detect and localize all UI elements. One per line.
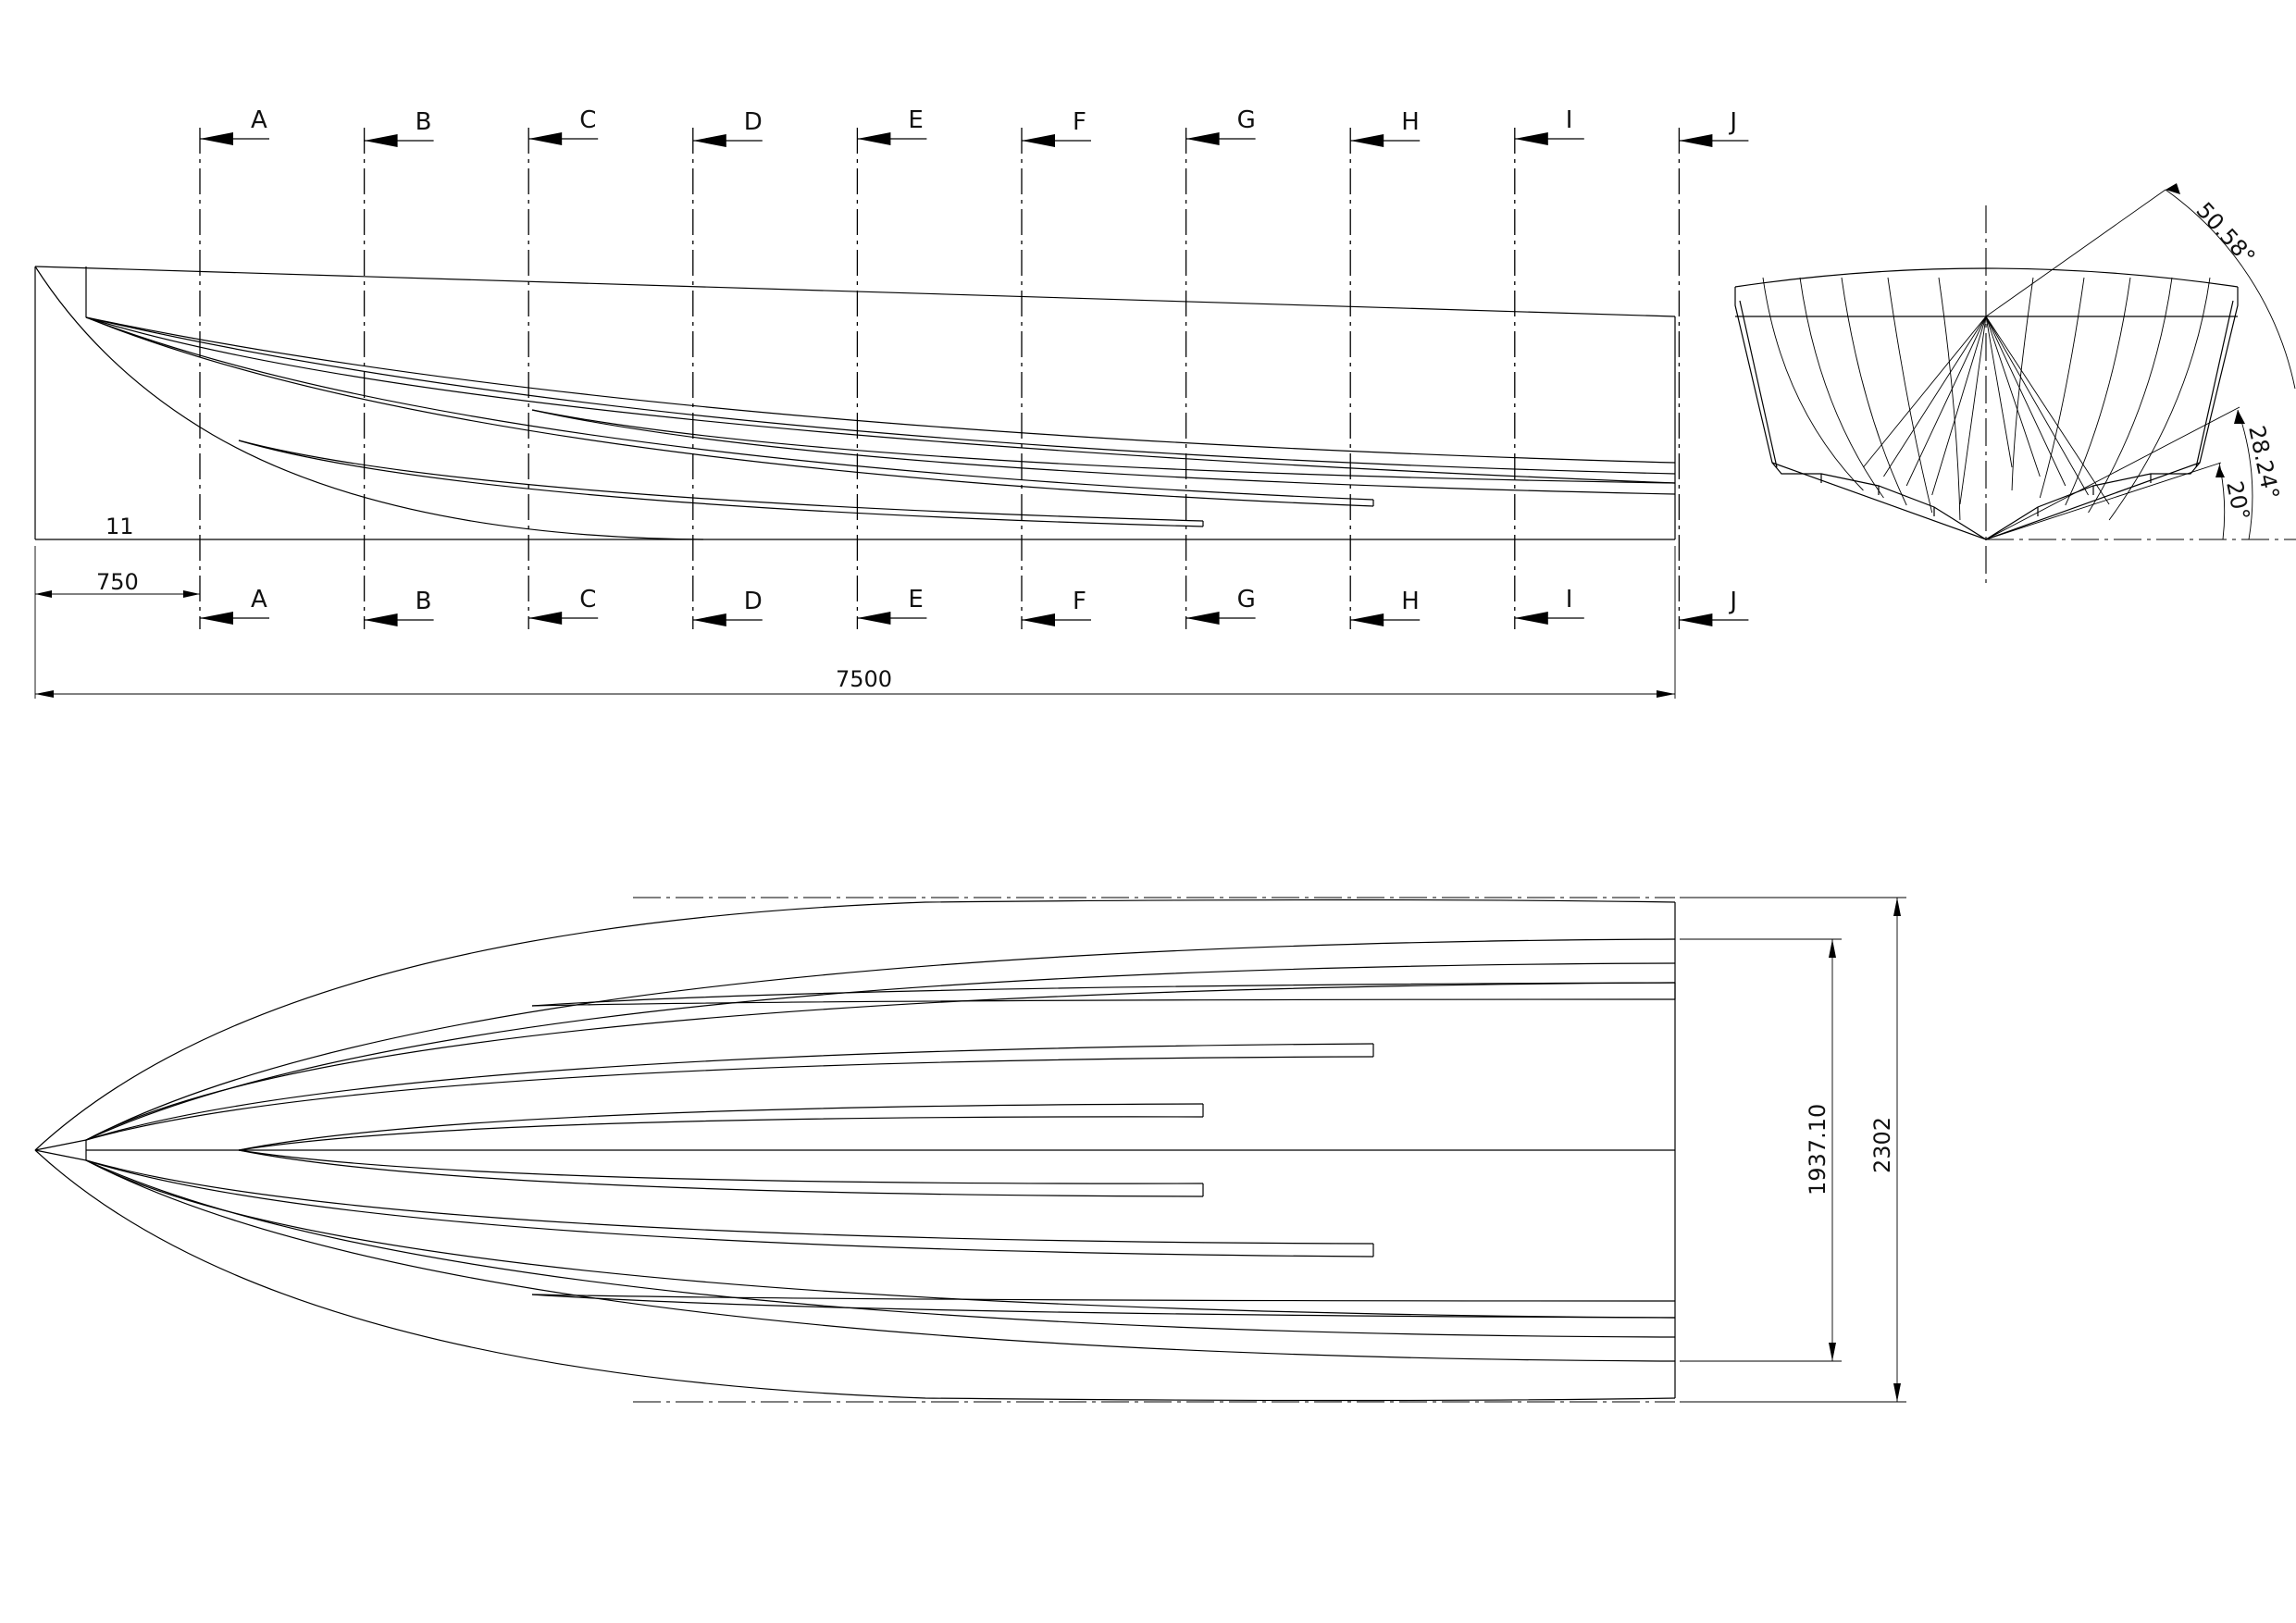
- station-curve: [1841, 277, 1907, 506]
- station-curve: [1762, 277, 1864, 491]
- chine-line-2: [85, 316, 1676, 475]
- hull-outline-starboard: [34, 1149, 1676, 1402]
- section-arrow-i: [1514, 612, 1548, 625]
- overall-length-value: 7500: [836, 666, 892, 692]
- station-diagonal: [1883, 316, 1987, 477]
- waterline-label: 11: [105, 514, 134, 539]
- keel-profile-curve: [34, 266, 704, 540]
- chine-beam-dimension: 1937.10: [1680, 938, 1842, 1362]
- section-arrow-b: [364, 134, 398, 147]
- plan-view: [34, 897, 1676, 1403]
- section-label-j-top: J: [1728, 108, 1737, 136]
- station-curve: [2039, 277, 2085, 499]
- section-label-a-top: A: [251, 106, 267, 134]
- section-arrow-c: [528, 612, 563, 625]
- section-label-h-top: H: [1401, 108, 1420, 136]
- station-curve: [2088, 277, 2173, 514]
- station-diagonal: [1985, 316, 2041, 477]
- section-label-g-bottom: G: [1237, 586, 1256, 613]
- station-diagonal: [1959, 316, 1987, 505]
- station-diagonal: [1985, 316, 2110, 505]
- section-label-d-top: D: [744, 108, 763, 136]
- strake-line-2: [531, 409, 1676, 495]
- section-arrow-a: [200, 612, 233, 625]
- section-label-h-bottom: H: [1401, 588, 1420, 615]
- section-arrow-j: [1679, 134, 1713, 147]
- station-curve: [1938, 277, 1961, 521]
- station-curve: [1799, 277, 1884, 499]
- section-label-b-top: B: [416, 108, 432, 136]
- strake-short-upper: [238, 440, 1204, 522]
- body-plan-view: 50.58° 28.24° 20°: [1734, 183, 2296, 588]
- station-spacing-dimension: 750: [34, 546, 200, 699]
- overall-beam-value: 2302: [1869, 1117, 1895, 1173]
- section-arrow-a: [200, 132, 233, 145]
- overall-beam-dimension: 2302: [1680, 897, 1906, 1403]
- section-label-i-top: I: [1566, 106, 1573, 134]
- section-label-c-bottom: C: [579, 586, 596, 613]
- section-label-i-bottom: I: [1566, 586, 1573, 613]
- section-arrow-g: [1185, 612, 1220, 625]
- station-diagonal: [1931, 316, 1987, 496]
- section-label-f-top: F: [1073, 108, 1086, 136]
- section-arrow-f: [1022, 613, 1055, 626]
- section-label-e-bottom: E: [908, 586, 923, 613]
- chine-line-1: [85, 316, 1676, 464]
- deadrise-angle-label: 20°: [2221, 478, 2254, 522]
- flare-angle-label: 50.58°: [2191, 197, 2261, 270]
- section-label-c-top: C: [579, 106, 596, 134]
- station-diagonal: [1985, 316, 2066, 487]
- section-label-j-bottom: J: [1728, 588, 1737, 615]
- station-curve: [2011, 277, 2034, 491]
- station-diagonal: [1863, 316, 1987, 468]
- section-label-a-bottom: A: [251, 586, 267, 613]
- strake-line-1: [531, 409, 1676, 484]
- section-arrow-f: [1022, 134, 1055, 147]
- section-arrow-j: [1679, 613, 1713, 626]
- strake-long-lower: [85, 316, 1374, 507]
- section-label-g-top: G: [1237, 106, 1256, 134]
- section-label-d-bottom: D: [744, 588, 763, 615]
- side-profile-view: 11: [34, 266, 1676, 540]
- strake-long-upper: [85, 316, 1374, 501]
- section-label-b-bottom: B: [416, 588, 432, 615]
- hull-outline-port: [34, 898, 1676, 1151]
- station-diagonal: [1985, 316, 2089, 496]
- section-arrow-d: [692, 134, 726, 147]
- section-arrow-i: [1514, 132, 1548, 145]
- strake-short-lower: [238, 440, 1204, 527]
- station-curve: [2108, 277, 2211, 521]
- overall-length-dimension: 7500: [35, 546, 1676, 699]
- chine-beam-value: 1937.10: [1805, 1104, 1831, 1196]
- flare-angle-arc: [2165, 189, 2296, 390]
- section-arrow-h: [1350, 134, 1384, 147]
- sheer-line: [34, 266, 1676, 317]
- section-arrow-e: [857, 612, 891, 625]
- deck-curve: [1734, 267, 2239, 288]
- section-arrow-c: [528, 132, 563, 145]
- section-arrow-d: [692, 613, 726, 626]
- station-diagonal: [1985, 316, 2013, 468]
- chine-line-3: [85, 316, 1676, 484]
- station-curve: [1887, 277, 1933, 514]
- section-markers: A A B B C C D D E E F F G G H H I I J J: [199, 106, 1749, 629]
- station-spacing-value: 750: [96, 569, 139, 595]
- section-label-f-bottom: F: [1073, 588, 1086, 615]
- station-curve: [2065, 277, 2131, 506]
- section-arrow-g: [1185, 132, 1220, 145]
- section-arrow-h: [1350, 613, 1384, 626]
- section-arrow-b: [364, 613, 398, 626]
- section-arrow-e: [857, 132, 891, 145]
- section-label-e-top: E: [908, 106, 923, 134]
- section-station-curves: [1762, 277, 2211, 521]
